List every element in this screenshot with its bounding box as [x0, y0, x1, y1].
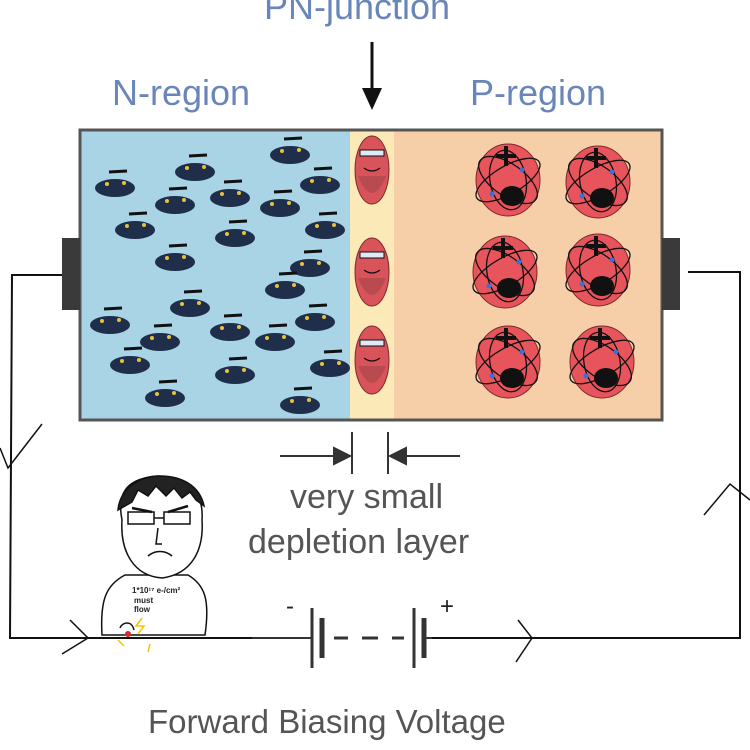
junction-arrow [362, 42, 382, 110]
depletion-width-indicator [280, 432, 460, 474]
electron-blob [115, 211, 155, 239]
hole-face [565, 145, 631, 219]
hole-face [475, 143, 541, 217]
pn-junction-label: PN-junction [264, 0, 451, 27]
electron-blob [260, 189, 300, 217]
battery-plus-label: + [440, 593, 455, 620]
electron-blob [90, 306, 130, 334]
depletion-ion-face [354, 135, 390, 205]
depletion-label-line1: very small [290, 478, 444, 516]
forward-voltage-label: Forward Biasing Voltage [148, 703, 506, 740]
electron-blob [140, 323, 180, 351]
electron-blob [290, 249, 330, 277]
electron-blob [210, 179, 250, 207]
electron-blob [305, 211, 345, 239]
depletion-ions [354, 135, 390, 395]
shirt-text-line3: flow [134, 605, 150, 614]
hole-group [472, 143, 635, 399]
electron-blob [300, 166, 340, 194]
n-region-label: N-region [112, 72, 251, 113]
current-arrow-marks [0, 423, 750, 663]
electron-blob [110, 346, 150, 374]
electron-blob [270, 136, 310, 164]
electron-blob [170, 289, 210, 317]
electron-blob [95, 169, 135, 197]
shirt-text-line2: must [134, 596, 154, 605]
left-terminal [62, 238, 80, 310]
electron-blob [255, 323, 295, 351]
p-region-label: P-region [470, 72, 607, 113]
electron-blob [295, 303, 335, 331]
spark-icon [117, 617, 151, 653]
electron-blob [280, 386, 320, 414]
depletion-ion-face [354, 325, 390, 395]
electron-blob [145, 379, 185, 407]
angry-man-figure [100, 475, 208, 636]
electron-blob [155, 243, 195, 271]
electron-blob [175, 153, 215, 181]
hole-face [472, 235, 538, 309]
depletion-label-line2: depletion layer [248, 523, 470, 561]
battery-symbol [252, 608, 432, 668]
electron-blob [155, 186, 195, 214]
hole-face [475, 325, 541, 399]
electron-blob [310, 349, 350, 377]
hole-face [569, 325, 635, 399]
hole-face [565, 233, 631, 307]
shirt-text-line1: 1*10¹⁷ e-/cm² [132, 586, 181, 595]
battery-minus-label: - [286, 593, 294, 620]
right-terminal [662, 238, 680, 310]
red-ember [125, 631, 131, 637]
electron-blob [210, 313, 250, 341]
depletion-ion-face [354, 237, 390, 307]
electron-blob [265, 271, 305, 299]
circuit-wire [8, 271, 741, 639]
electron-group [90, 136, 350, 414]
electron-blob [215, 356, 255, 384]
electron-blob [215, 219, 255, 247]
